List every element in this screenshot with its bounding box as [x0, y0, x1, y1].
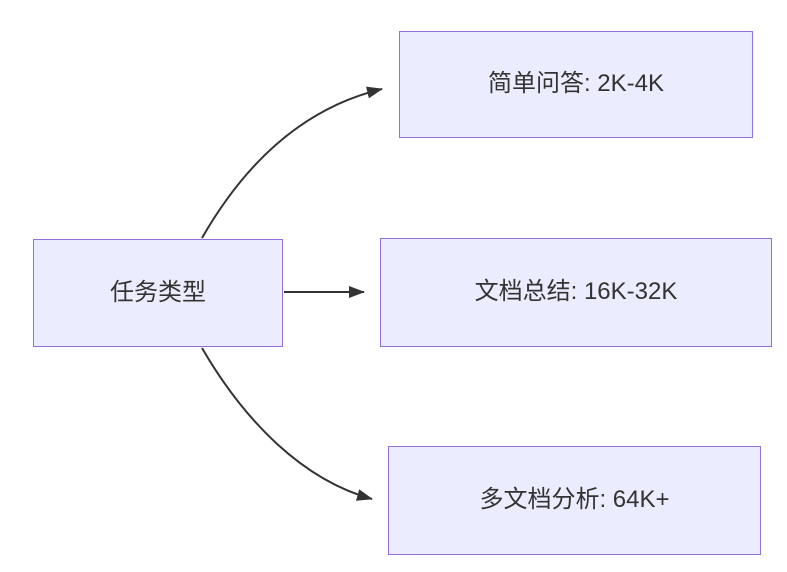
node-doc-summary: 文档总结: 16K-32K [380, 238, 772, 347]
node-multi-doc-analysis: 多文档分析: 64K+ [388, 446, 761, 555]
edge-task-to-simple-qa [201, 86, 383, 239]
node-task-type-label: 任务类型 [110, 278, 206, 306]
node-simple-qa: 简单问答: 2K-4K [399, 31, 753, 138]
node-multi-doc-analysis-label: 多文档分析: 64K+ [479, 486, 670, 514]
node-doc-summary-label: 文档总结: 16K-32K [474, 278, 678, 306]
node-task-type: 任务类型 [33, 239, 283, 347]
node-simple-qa-label: 简单问答: 2K-4K [487, 70, 665, 98]
edge-task-to-multi-doc [201, 347, 373, 501]
